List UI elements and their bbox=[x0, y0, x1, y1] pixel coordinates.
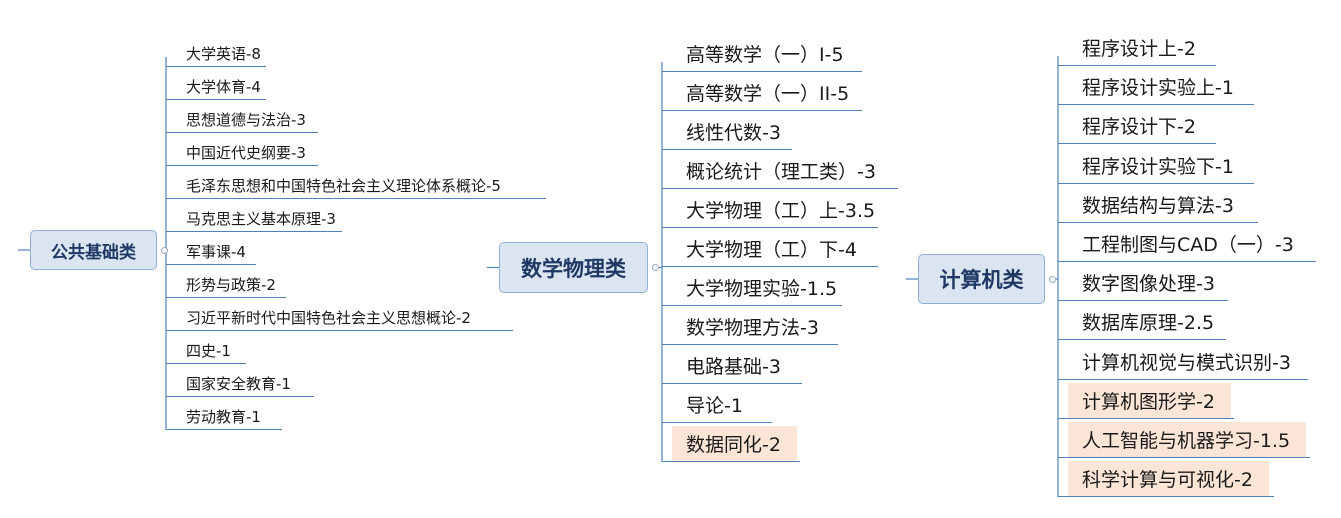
subtopic-label: 数字图像处理-3 bbox=[1082, 273, 1215, 296]
subtopic-label: 四史-1 bbox=[186, 341, 231, 360]
subtopic-item[interactable]: 大学物理（工）上-3.5 bbox=[662, 191, 878, 228]
subtopic-item[interactable]: 电路基础-3 bbox=[662, 347, 802, 384]
subtopic-label: 数据库原理-2.5 bbox=[1082, 312, 1215, 335]
subtopic-label: 大学英语-8 bbox=[186, 44, 261, 63]
subtopic-item[interactable]: 毛泽东思想和中国特色社会主义理论体系概论-5 bbox=[166, 172, 546, 199]
subtopic-label: 高等数学（一）II-5 bbox=[686, 82, 850, 105]
subtopic-label: 程序设计下-2 bbox=[1082, 116, 1196, 139]
subtopic-label: 程序设计上-2 bbox=[1082, 38, 1196, 60]
subtopic-item[interactable]: 人工智能与机器学习-1.5 bbox=[1058, 422, 1310, 458]
subtopic-item[interactable]: 线性代数-3 bbox=[662, 113, 792, 150]
subtopic-label: 人工智能与机器学习-1.5 bbox=[1068, 422, 1307, 457]
subtopic-label: 导论-1 bbox=[686, 394, 743, 417]
subtopic-label: 数据结构与算法-3 bbox=[1082, 194, 1234, 217]
subtopic-item[interactable]: 程序设计下-2 bbox=[1058, 108, 1216, 145]
subtopic-item[interactable]: 军事课-4 bbox=[166, 238, 256, 265]
subtopic-label: 概论统计（理工类）-3 bbox=[686, 160, 876, 183]
collapse-toggle-icon[interactable] bbox=[1049, 275, 1056, 283]
subtopic-label: 形势与政策-2 bbox=[186, 275, 276, 294]
subtopic-label: 数学物理方法-3 bbox=[686, 316, 819, 339]
subtopic-item[interactable]: 高等数学（一）I-5 bbox=[662, 35, 862, 72]
subtopic-item[interactable]: 数据结构与算法-3 bbox=[1058, 187, 1258, 223]
subtopic-label: 劳动教育-1 bbox=[186, 407, 261, 426]
subtopic-item[interactable]: 大学英语-8 bbox=[166, 40, 266, 67]
subtopic-label: 中国近代史纲要-3 bbox=[186, 143, 306, 162]
subtopic-item[interactable]: 计算机图形学-2 bbox=[1058, 382, 1234, 419]
subtopic-label: 科学计算与可视化-2 bbox=[1068, 461, 1269, 497]
subtopic-label: 军事课-4 bbox=[186, 242, 246, 261]
subtopic-item[interactable]: 程序设计上-2 bbox=[1058, 30, 1216, 66]
topic-math-physics[interactable]: 数学物理类 bbox=[499, 242, 648, 293]
subtopic-item[interactable]: 劳动教育-1 bbox=[166, 403, 282, 430]
subtopic-label: 线性代数-3 bbox=[686, 121, 781, 144]
subtopic-label: 数据同化-2 bbox=[672, 425, 797, 461]
subtopic-item[interactable]: 思想道德与法治-3 bbox=[166, 106, 318, 133]
subtopic-label: 毛泽东思想和中国特色社会主义理论体系概论-5 bbox=[186, 176, 501, 195]
subtopic-item[interactable]: 四史-1 bbox=[166, 337, 246, 364]
subtopic-item[interactable]: 数字图像处理-3 bbox=[1058, 265, 1228, 302]
subtopic-item[interactable]: 国家安全教育-1 bbox=[166, 370, 314, 397]
subtopic-label: 大学体育-4 bbox=[186, 77, 261, 96]
subtopic-item[interactable]: 马克思主义基本原理-3 bbox=[166, 205, 342, 232]
subtopic-item[interactable]: 中国近代史纲要-3 bbox=[166, 139, 318, 166]
subtopic-label: 大学物理（工）下-4 bbox=[686, 238, 857, 261]
subtopic-label: 程序设计实验上-1 bbox=[1082, 77, 1234, 100]
subtopic-item[interactable]: 数学物理方法-3 bbox=[662, 308, 838, 345]
subtopic-label: 高等数学（一）I-5 bbox=[686, 43, 844, 66]
subtopic-item[interactable]: 工程制图与CAD（一）-3 bbox=[1058, 226, 1316, 262]
subtopic-item[interactable]: 形势与政策-2 bbox=[166, 271, 286, 298]
subtopic-label: 习近平新时代中国特色社会主义思想概论-2 bbox=[186, 308, 471, 327]
collapse-toggle-icon[interactable] bbox=[161, 246, 168, 254]
topic-computer[interactable]: 计算机类 bbox=[918, 254, 1045, 304]
subtopic-item[interactable]: 大学体育-4 bbox=[166, 73, 266, 100]
subtopic-item[interactable]: 高等数学（一）II-5 bbox=[662, 74, 862, 111]
subtopic-label: 马克思主义基本原理-3 bbox=[186, 209, 336, 228]
subtopic-label: 计算机视觉与模式识别-3 bbox=[1082, 351, 1291, 374]
subtopic-item[interactable]: 导论-1 bbox=[662, 386, 772, 423]
subtopic-label: 程序设计实验下-1 bbox=[1082, 155, 1234, 178]
subtopic-item[interactable]: 大学物理实验-1.5 bbox=[662, 269, 842, 306]
collapse-toggle-icon[interactable] bbox=[652, 264, 659, 271]
subtopic-label: 大学物理（工）上-3.5 bbox=[686, 199, 876, 222]
subtopic-label: 大学物理实验-1.5 bbox=[686, 277, 838, 300]
subtopic-item[interactable]: 数据库原理-2.5 bbox=[1058, 304, 1226, 341]
subtopic-label: 工程制图与CAD（一）-3 bbox=[1082, 234, 1294, 256]
subtopic-item[interactable]: 科学计算与可视化-2 bbox=[1058, 461, 1274, 498]
subtopic-item[interactable]: 概论统计（理工类）-3 bbox=[662, 152, 898, 189]
subtopic-item[interactable]: 程序设计实验下-1 bbox=[1058, 148, 1254, 184]
subtopic-label: 计算机图形学-2 bbox=[1068, 382, 1231, 418]
subtopic-item[interactable]: 大学物理（工）下-4 bbox=[662, 230, 878, 267]
subtopic-item[interactable]: 程序设计实验上-1 bbox=[1058, 69, 1254, 106]
subtopic-label: 电路基础-3 bbox=[686, 355, 781, 378]
topic-public-basics[interactable]: 公共基础类 bbox=[30, 230, 157, 270]
subtopic-item[interactable]: 习近平新时代中国特色社会主义思想概论-2 bbox=[166, 304, 513, 331]
subtopic-item[interactable]: 数据同化-2 bbox=[662, 425, 800, 462]
subtopic-item[interactable]: 计算机视觉与模式识别-3 bbox=[1058, 344, 1308, 380]
subtopic-label: 国家安全教育-1 bbox=[186, 374, 291, 393]
subtopic-label: 思想道德与法治-3 bbox=[186, 110, 306, 129]
